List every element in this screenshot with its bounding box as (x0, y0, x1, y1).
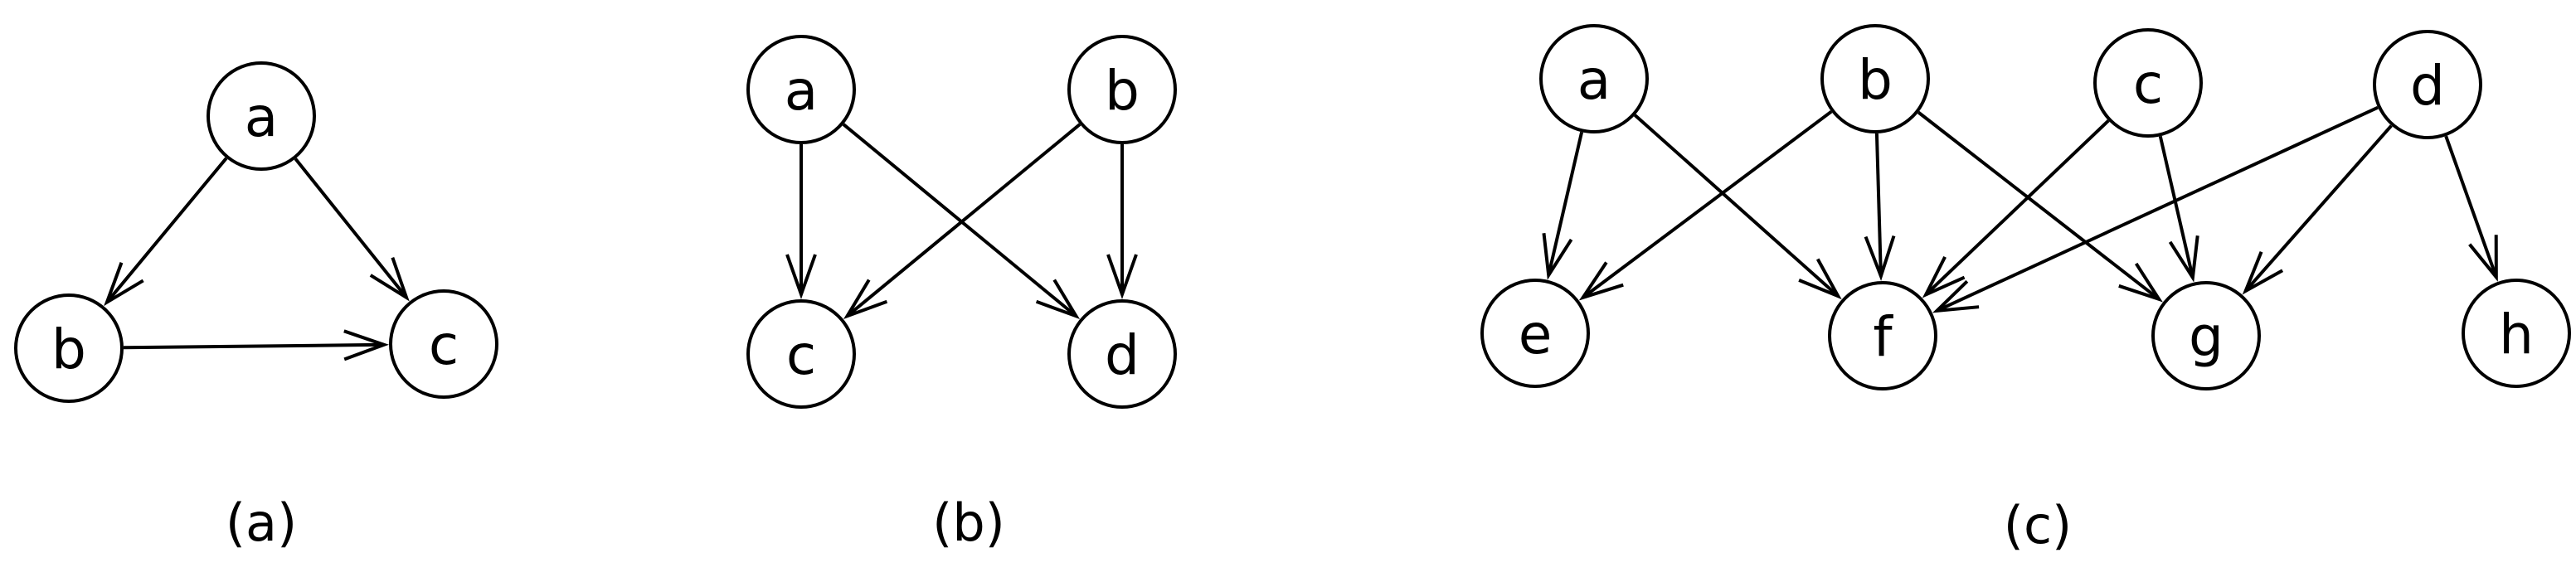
node-label-c-e: e (1519, 303, 1553, 366)
node-label-c-a: a (1577, 48, 1611, 112)
node-label-b-d: d (1105, 323, 1140, 387)
edge-c-d-h (2444, 135, 2498, 282)
node-label-a-c: c (429, 313, 459, 377)
node-label-b-b: b (1105, 59, 1140, 123)
edge-b-b-c (843, 123, 1081, 320)
edge-c-a-f (1633, 114, 1842, 300)
edge-c-c-f (1922, 119, 2110, 298)
node-label-b-c: c (786, 323, 816, 387)
node-c-h (2462, 279, 2571, 388)
node-c-d (2373, 30, 2482, 139)
node-c-f (1828, 281, 1937, 390)
graph-caption-b: (b) (932, 492, 1005, 553)
node-b-b (1067, 35, 1177, 144)
node-label-c-d: d (2410, 54, 2445, 118)
edge-c-a-e (1542, 131, 1584, 280)
node-a-a (207, 61, 316, 171)
edge-c-d-f (1932, 105, 2379, 313)
graph-b: a b c d (b) (746, 35, 1177, 553)
edge-a-a-c (294, 158, 410, 302)
graph-c: a b c d e f g h (c) (1480, 24, 2571, 555)
node-label-a-b: b (51, 318, 86, 381)
edge-c-b-g (1917, 110, 2163, 303)
graph-a: a b c (a) (14, 61, 498, 553)
node-c-g (2151, 281, 2261, 390)
node-label-c-c: c (2133, 52, 2163, 116)
node-c-a (1539, 24, 1649, 133)
node-c-b (1820, 24, 1930, 133)
node-b-c (746, 299, 856, 409)
node-label-b-a: a (785, 59, 818, 123)
graph-caption-a: (a) (226, 492, 297, 553)
node-a-b (14, 293, 124, 403)
edge-c-c-g (2158, 135, 2199, 283)
edge-a-b-c (123, 329, 389, 361)
node-label-a-a: a (245, 85, 278, 149)
node-c-c (2093, 28, 2203, 138)
node-b-a (746, 35, 856, 144)
node-c-e (1480, 279, 1590, 388)
graph-caption-c: (c) (2004, 495, 2072, 555)
edge-b-a-d (842, 123, 1081, 320)
node-a-c (389, 289, 498, 399)
node-label-c-g: g (2189, 305, 2224, 369)
node-label-c-f: f (1873, 305, 1893, 369)
node-label-c-h: h (2499, 303, 2534, 366)
node-b-d (1067, 299, 1177, 409)
edge-a-a-b (104, 157, 228, 307)
edge-c-b-f (1864, 133, 1896, 282)
edge-c-d-g (2242, 124, 2393, 295)
node-label-c-b: b (1858, 48, 1893, 112)
edge-c-b-e (1578, 109, 1833, 301)
